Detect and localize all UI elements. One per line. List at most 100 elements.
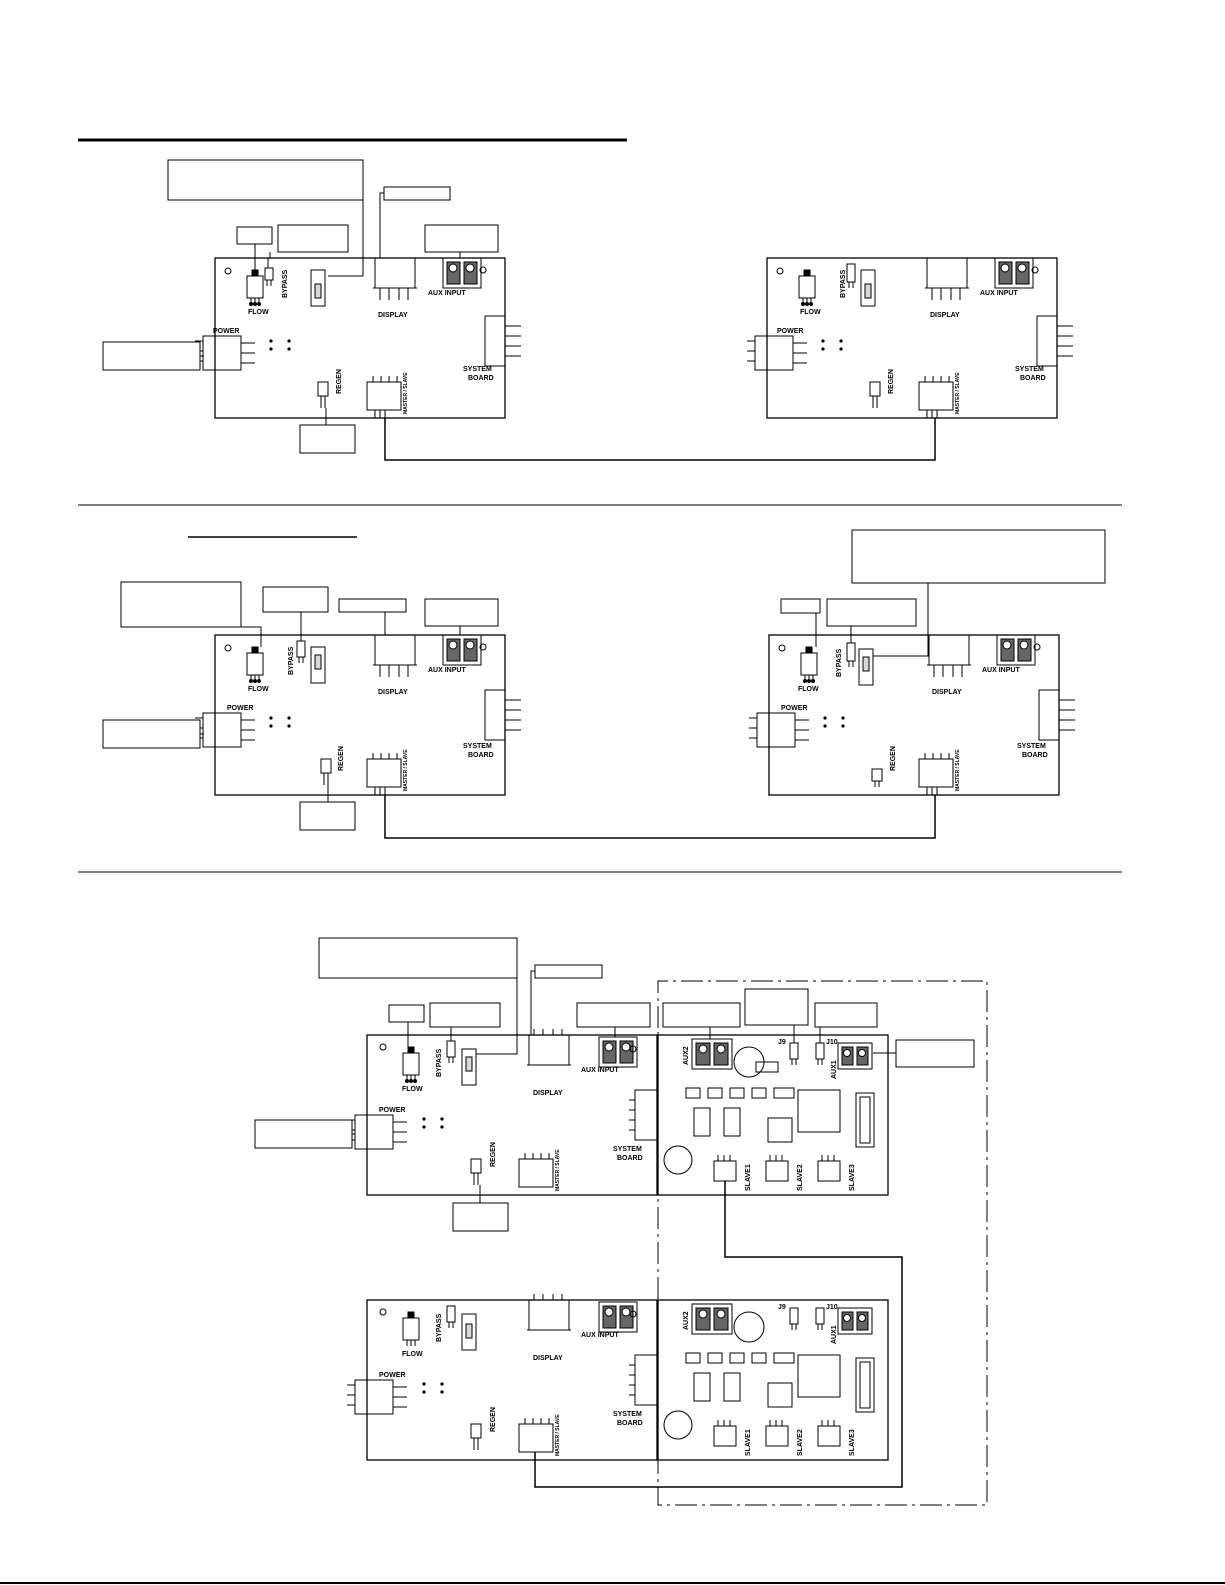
slave-cable xyxy=(534,1181,903,1488)
board-outline xyxy=(214,634,506,796)
power-label: POWER xyxy=(777,328,803,335)
control-board-1b: FLOW BYPASS DISPLAY AUX INP xyxy=(747,257,1073,419)
control-board-1a: FLOW BYPASS DISPLAY xyxy=(195,257,521,419)
mount-hole xyxy=(224,644,232,652)
mode-switch xyxy=(461,1313,477,1351)
bypass-label: BYPASS xyxy=(288,646,295,675)
callout-box xyxy=(895,1039,975,1068)
callout-box xyxy=(662,1002,741,1028)
aux-input-terminal xyxy=(598,1301,638,1333)
aux-input-label: AUX INPUT xyxy=(581,1067,619,1074)
section-3-leaders xyxy=(352,938,903,1488)
slave3-connector xyxy=(817,1420,841,1447)
slave1-label: SLAVE1 xyxy=(745,1164,752,1191)
power-label: POWER xyxy=(379,1372,405,1379)
led-dots xyxy=(269,339,291,351)
callout-box xyxy=(424,598,499,627)
flow-connector xyxy=(402,1046,420,1083)
callout-box xyxy=(814,1002,878,1028)
control-board-3a: FLOW BYPASS DISPLAY xyxy=(347,1027,658,1196)
bypass-label: BYPASS xyxy=(836,648,843,677)
board-outline xyxy=(768,634,1060,796)
display-label: DISPLAY xyxy=(378,312,408,319)
display-connector xyxy=(373,634,417,677)
callout-box xyxy=(388,1004,425,1023)
aux-input-terminal xyxy=(598,1036,638,1068)
section-3-callouts xyxy=(254,937,975,1232)
regen-connector xyxy=(470,1158,482,1185)
bypass-jumper xyxy=(846,263,856,288)
control-board-2a: FLOW BYPASS DISPLAY xyxy=(195,627,521,796)
power-connector xyxy=(195,335,255,371)
callout-box xyxy=(452,1202,509,1232)
master-slave-connector xyxy=(366,753,402,795)
callout-box xyxy=(744,988,809,1026)
callout-box xyxy=(424,224,499,253)
led-dots xyxy=(823,716,845,728)
mode-switch xyxy=(860,269,876,307)
bypass-jumper xyxy=(446,1305,456,1328)
led-dots xyxy=(821,339,843,351)
mount-hole xyxy=(1033,643,1041,651)
board-outline xyxy=(657,1034,889,1196)
bypass-jumper xyxy=(446,1027,456,1063)
power-connector xyxy=(347,1114,407,1150)
section-2-callouts xyxy=(102,529,1106,831)
aux1-label: AUX1 xyxy=(831,1060,838,1079)
slave3-label: SLAVE3 xyxy=(849,1164,856,1191)
leader-line xyxy=(873,583,929,657)
aux-input-terminal xyxy=(442,257,482,289)
j10-label: J10 xyxy=(826,1039,838,1046)
slave3-connector xyxy=(817,1155,841,1182)
callout-box xyxy=(277,224,349,253)
aux-input-label: AUX INPUT xyxy=(581,1332,619,1339)
power-connector xyxy=(747,335,807,371)
control-board-3b: FLOW BYPASS DISPLAY AUX INP xyxy=(347,1294,658,1461)
flow-connector xyxy=(246,646,264,683)
master-slave-label: MASTER / SLAVE xyxy=(555,1414,561,1456)
board-outline xyxy=(657,1299,889,1461)
section-2-leaders xyxy=(200,583,936,839)
aux-input-terminal xyxy=(994,257,1034,289)
j10-jumper xyxy=(815,1307,825,1330)
system-label: SYSTEM xyxy=(463,366,492,373)
mount-hole xyxy=(379,1308,387,1316)
bypass-jumper xyxy=(846,627,856,667)
display-label: DISPLAY xyxy=(930,312,960,319)
flow-connector xyxy=(798,269,816,306)
display-connector xyxy=(927,634,971,677)
callout-box xyxy=(383,186,451,201)
slave2-connector xyxy=(765,1155,789,1182)
callout-box xyxy=(576,1002,651,1028)
master-slave-label: MASTER / SLAVE xyxy=(403,749,409,791)
regen-connector xyxy=(470,1423,482,1450)
aux1-label: AUX1 xyxy=(831,1325,838,1344)
aux2-label: AUX2 xyxy=(683,1046,690,1065)
board-label: BOARD xyxy=(468,752,494,759)
master-slave-connector xyxy=(918,376,954,418)
master-slave-cable xyxy=(384,795,936,839)
regen-label: REGEN xyxy=(336,369,343,394)
system-label: SYSTEM xyxy=(613,1146,642,1153)
callout-box xyxy=(534,964,603,979)
power-connector xyxy=(749,712,809,748)
display-connector xyxy=(925,257,969,300)
j9-label: J9 xyxy=(778,1039,786,1046)
board-label: BOARD xyxy=(1022,752,1048,759)
system-label: SYSTEM xyxy=(613,1411,642,1418)
display-connector xyxy=(373,257,417,300)
slave2-label: SLAVE2 xyxy=(797,1429,804,1456)
component-circle xyxy=(733,1311,765,1343)
aux-input-terminal xyxy=(996,634,1036,666)
master-slave-label: MASTER / SLAVE xyxy=(403,372,409,414)
aux-input-label: AUX INPUT xyxy=(982,667,1020,674)
section-rules xyxy=(0,138,1225,1584)
j9-jumper xyxy=(789,1307,799,1330)
expansion-board-3a: AUX2 J9 J10 AUX1 xyxy=(657,1029,889,1196)
regen-connector xyxy=(869,381,881,408)
system-connector xyxy=(629,1354,658,1406)
display-label: DISPLAY xyxy=(932,689,962,696)
led-dots xyxy=(422,1117,444,1129)
mount-hole xyxy=(224,267,232,275)
